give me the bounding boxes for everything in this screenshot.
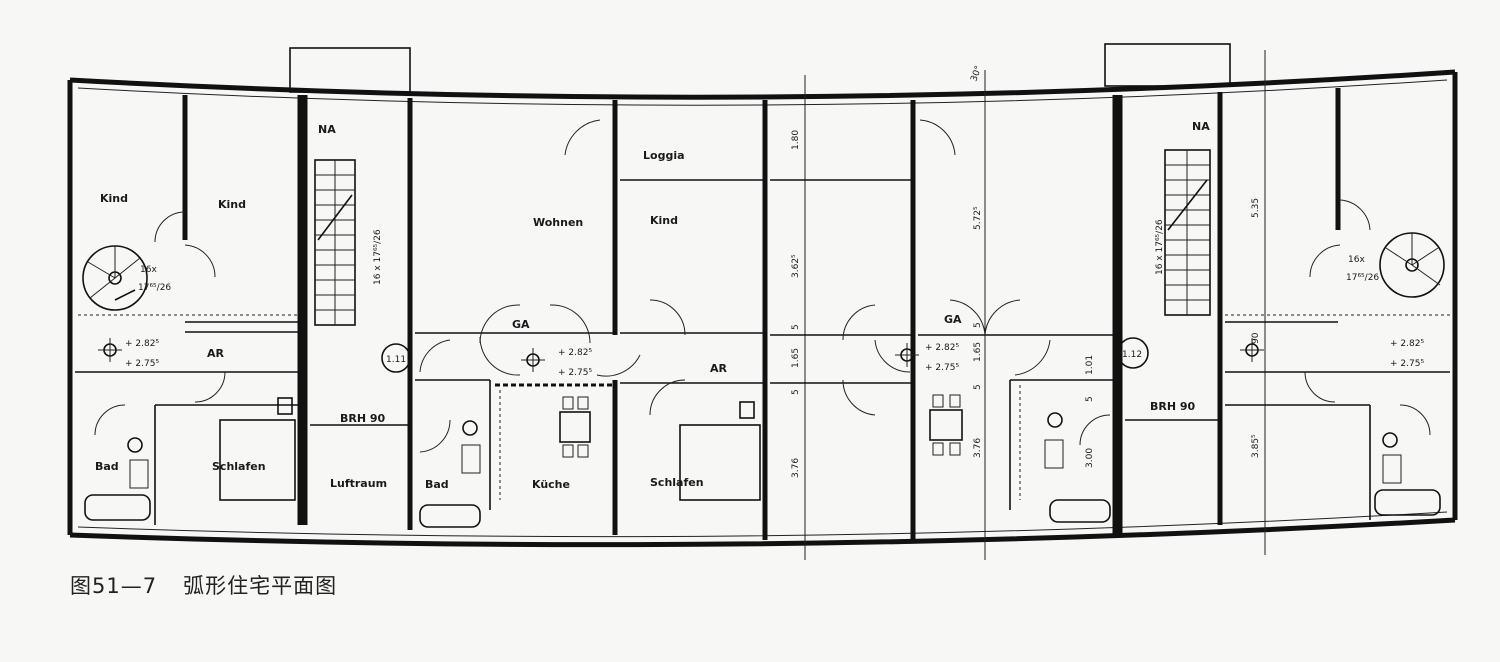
spiral-label-1-top: 16x (140, 265, 157, 275)
axis-lines (804, 50, 1266, 560)
stair-label-2: 16 x 17⁶⁵/26 (1155, 219, 1165, 275)
room-kuche: Küche (532, 478, 570, 491)
level-1-bot: + 2.75⁵ (125, 359, 159, 369)
room-ar-1: AR (207, 347, 225, 360)
stair-right (1164, 149, 1211, 316)
level-3-top: + 2.82⁵ (925, 343, 959, 353)
room-loggia: Loggia (643, 149, 685, 162)
marker-1-12: 1.12 (1122, 350, 1142, 360)
brh-label-2: BRH 90 (1150, 400, 1196, 413)
room-wohnen: Wohnen (533, 216, 583, 229)
dim-5: 5 (791, 389, 801, 395)
spiral-stair-left (82, 245, 148, 311)
level-3-bot: + 2.75⁵ (925, 363, 959, 373)
level-1-top: + 2.82⁵ (125, 339, 159, 349)
dim-3: 5 (791, 324, 801, 330)
door-swings (94, 119, 1431, 453)
dim-12: 1.01 (1085, 355, 1095, 375)
dim-4: 1.65 (791, 348, 801, 368)
level-4-top: + 2.82⁵ (1390, 339, 1424, 349)
balcony-projections (289, 43, 1231, 93)
dashed-lines (78, 314, 1450, 500)
dim-8: 5 (973, 322, 983, 328)
dim-1: 1.80 (791, 130, 801, 150)
room-bad-2: Bad (425, 478, 449, 491)
room-schlafen-2: Schlafen (650, 476, 704, 489)
marker-1-11: 1.11 (386, 355, 406, 365)
spiral-label-1-bot: 17⁶⁵/26 (138, 283, 171, 293)
dim-2: 3.62⁵ (791, 254, 801, 278)
dim-angle: 30° (969, 65, 984, 83)
room-kind-1: Kind (100, 192, 128, 205)
level-2-top: + 2.82⁵ (558, 348, 592, 358)
stair-label-1: 16 x 17⁶⁵/26 (373, 229, 383, 285)
figure-title: 弧形住宅平面图 (183, 574, 338, 598)
level-markers (98, 338, 1264, 372)
dim-9: 1.65 (973, 342, 983, 362)
dim-13: 5 (1085, 396, 1095, 402)
dim-6: 3.76 (791, 458, 801, 478)
outer-walls (67, 69, 1458, 548)
dim-11: 3.76 (973, 438, 983, 458)
room-luftraum: Luftraum (330, 477, 387, 490)
unit-markers (381, 337, 1149, 373)
spiral-label-2-bot: 17⁶⁵/26 (1346, 273, 1379, 283)
room-bad-1: Bad (95, 460, 119, 473)
furniture (84, 394, 1441, 528)
level-4-bot: + 2.75⁵ (1390, 359, 1424, 369)
spiral-stair-right (1379, 232, 1445, 298)
stair-left (314, 159, 356, 326)
dim-10: 5 (973, 384, 983, 390)
room-kind-3: Kind (650, 214, 678, 227)
figure-caption: 图51—7 弧形住宅平面图 (70, 570, 363, 600)
room-schlafen-1: Schlafen (212, 460, 266, 473)
room-ar-2: AR (710, 362, 728, 375)
room-na-2: NA (1192, 120, 1210, 133)
dim-16: 90 (1251, 332, 1261, 344)
dim-14: 3.00 (1085, 448, 1095, 468)
dim-15: 5.35 (1251, 198, 1261, 218)
floor-plan: Kind Kind Kind Wohnen Loggia AR AR Bad B… (67, 43, 1458, 560)
dim-7: 5.72⁵ (973, 206, 983, 230)
room-kind-2: Kind (218, 198, 246, 211)
brh-label-1: BRH 90 (340, 412, 386, 425)
dim-17: 3.85⁵ (1251, 434, 1261, 458)
room-na-1: NA (318, 123, 336, 136)
interior-walls (75, 88, 1450, 540)
level-2-bot: + 2.75⁵ (558, 368, 592, 378)
figure-number: 图51—7 (70, 574, 158, 598)
room-ga-1: GA (512, 318, 530, 331)
spiral-label-2-top: 16x (1348, 255, 1365, 265)
room-ga-2: GA (944, 313, 962, 326)
